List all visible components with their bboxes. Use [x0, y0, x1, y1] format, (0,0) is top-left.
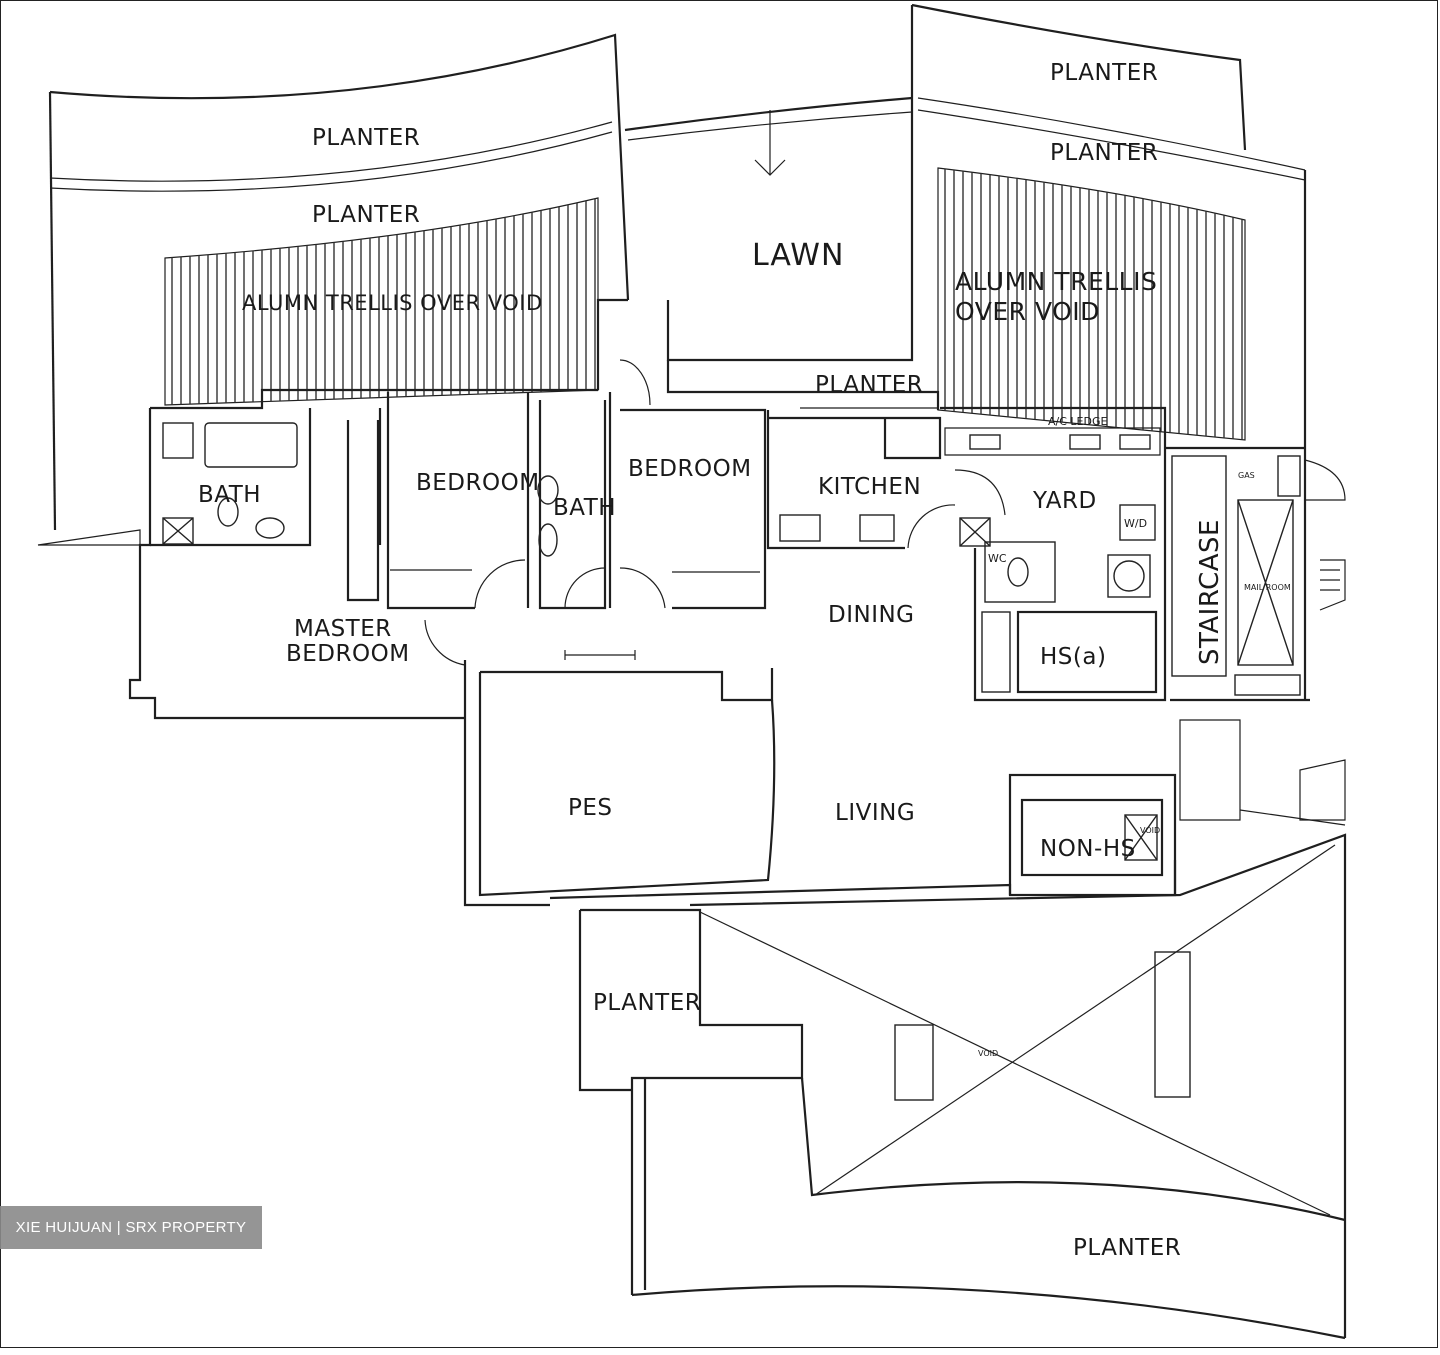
label-kitchen: KITCHEN — [818, 474, 921, 500]
planter-mid — [666, 360, 940, 410]
label-planter-bottom: PLANTER — [1073, 1235, 1181, 1261]
label-dining: DINING — [828, 602, 915, 628]
label-bedroom-2: BEDROOM — [628, 456, 752, 482]
planter-top-right — [910, 3, 1307, 700]
label-trellis-right-2: OVER VOID — [955, 297, 1100, 326]
label-living: LIVING — [835, 800, 915, 826]
label-trellis-right-1: ALUMN TRELLIS — [955, 267, 1157, 296]
bottom-area — [578, 833, 1347, 1340]
label-staircase: STAIRCASE — [1195, 519, 1225, 665]
label-wd: W/D — [1124, 517, 1147, 530]
trellis-right — [937, 167, 1246, 441]
label-planter-mid: PLANTER — [815, 372, 923, 398]
label-planter-top-right-inner: PLANTER — [1050, 140, 1158, 166]
label-bath-mid: BATH — [553, 495, 616, 521]
label-bedroom-1: BEDROOM — [416, 470, 540, 496]
label-master-bedroom-2: BEDROOM — [286, 641, 410, 667]
label-void-small: VOID — [1140, 826, 1160, 835]
label-planter-top-right-outer: PLANTER — [1050, 60, 1158, 86]
label-trellis-left: ALUMN TRELLIS OVER VOID — [242, 291, 543, 315]
label-gas: GAS — [1238, 471, 1255, 480]
label-mail-room: MAIL ROOM — [1244, 583, 1291, 592]
label-ac-ledge: A/C LEDGE — [1048, 415, 1107, 428]
label-non-hs: NON-HS — [1040, 836, 1136, 862]
lawn-area — [596, 96, 914, 390]
label-master-bedroom-1: MASTER — [294, 616, 392, 642]
label-pes: PES — [568, 795, 613, 821]
label-void-main: VOID — [978, 1049, 998, 1058]
watermark: XIE HUIJUAN | SRX PROPERTY — [0, 1206, 262, 1249]
label-bath-left: BATH — [198, 482, 261, 508]
label-lawn: LAWN — [752, 238, 844, 273]
label-wc: WC — [988, 552, 1007, 565]
room-labels: PLANTER PLANTER ALUMN TRELLIS OVER VOID … — [198, 60, 1291, 1261]
label-yard: YARD — [1032, 488, 1097, 514]
label-planter-top-left-inner: PLANTER — [312, 202, 420, 228]
label-planter-top-left-outer: PLANTER — [312, 125, 420, 151]
apartment-walls — [37, 359, 1346, 907]
label-planter-bottom-left: PLANTER — [593, 990, 701, 1016]
planter-top-left — [48, 33, 630, 531]
label-hs: HS(a) — [1040, 644, 1106, 670]
